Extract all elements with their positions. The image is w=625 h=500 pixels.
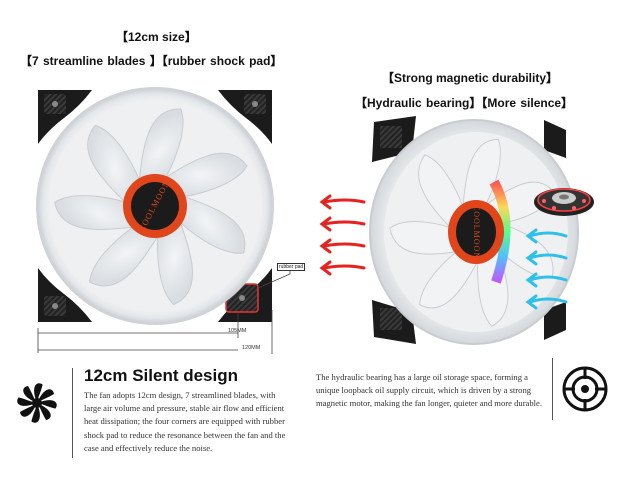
bearing-motor <box>534 188 594 216</box>
left-fan-illustration: COOLMOON <box>36 87 291 354</box>
silent-title: 12cm Silent design <box>84 366 238 385</box>
silent-description: The fan adopts 12cm design, 7 streamline… <box>84 390 286 453</box>
bearing-target-icon <box>562 366 608 412</box>
magnetic-title: 【Strong magnetic durability】 <box>382 71 559 85</box>
size-title: 【12cm size】 <box>116 30 197 44</box>
features-title: 【7 streamline blades 】【rubber shock pad】 <box>20 54 283 68</box>
airflow-out-arrows <box>319 194 366 276</box>
hub-brand-right: COOLMOON <box>472 205 481 259</box>
divider-right <box>552 358 553 420</box>
divider-left <box>72 368 73 458</box>
airflow-in-arrows <box>525 228 568 310</box>
dim-label-105: 105MM <box>228 328 247 334</box>
dim-label-120: 120MM <box>242 345 261 351</box>
right-fan-illustration: COOLMOON <box>319 116 594 345</box>
fan-blade-icon <box>15 381 59 425</box>
bearing-title: 【Hydraulic bearing】【More silence】 <box>355 96 574 110</box>
rubber-pad-tag: rubber pad <box>277 263 306 271</box>
bearing-description: The hydraulic bearing has a large oil st… <box>316 372 543 409</box>
corner-pads <box>38 90 272 322</box>
